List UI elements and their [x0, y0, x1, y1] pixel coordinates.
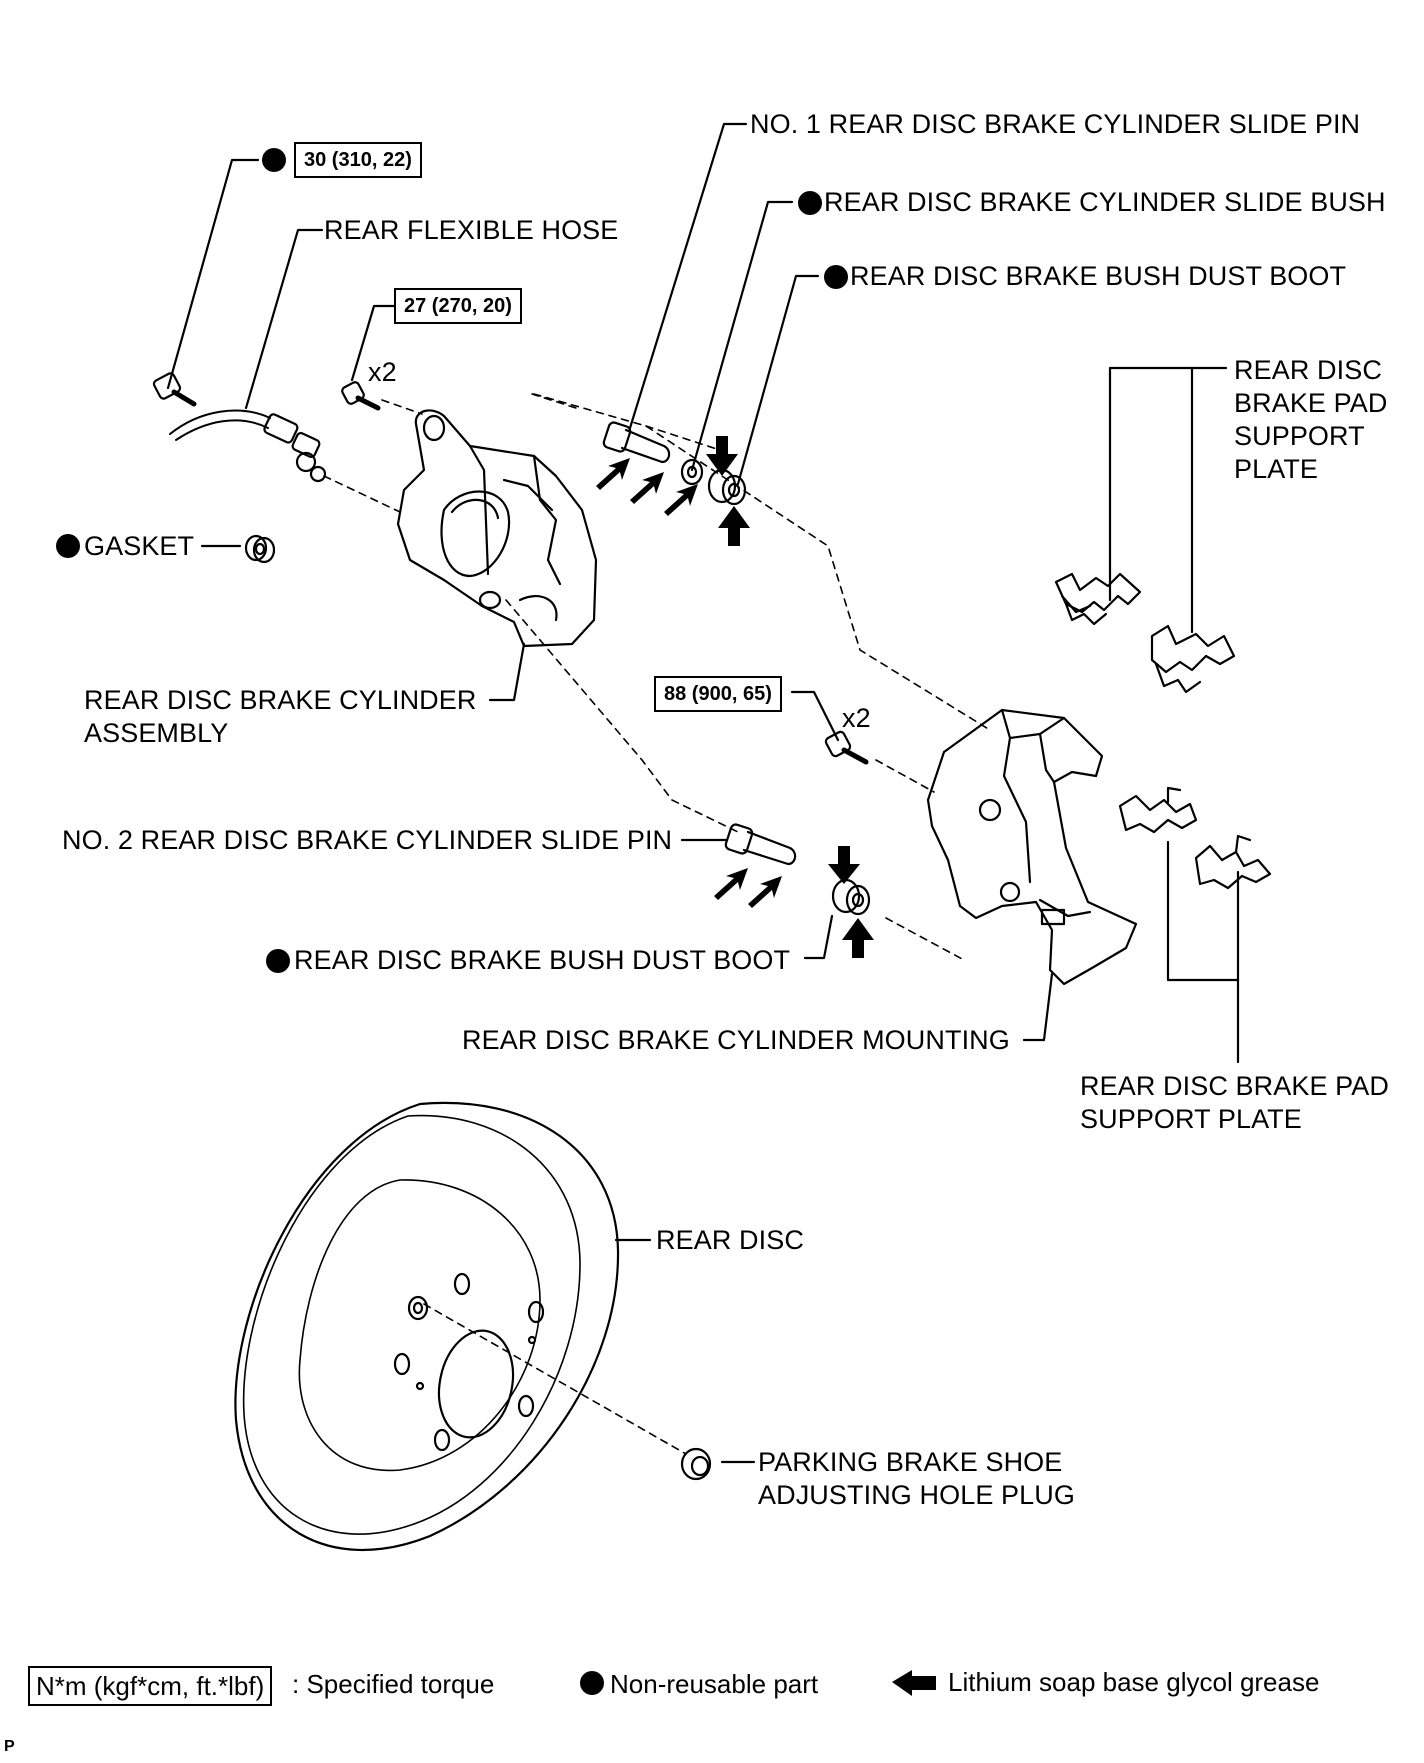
- corner-mark: P: [4, 1738, 15, 1755]
- non-reusable-dot-union-bolt: [262, 148, 286, 172]
- assembly-lines: [323, 393, 991, 1455]
- slide-bush-shape: [680, 458, 704, 486]
- mounting-bolt-shape: [824, 730, 869, 765]
- label-slide-pin-2: NO. 2 REAR DISC BRAKE CYLINDER SLIDE PIN: [62, 825, 673, 855]
- qty-cylinder-bolt: x2: [368, 357, 397, 387]
- label-slide-pin-1: NO. 1 REAR DISC BRAKE CYLINDER SLIDE PIN: [750, 109, 1361, 139]
- slide-pin-1-shape: [602, 421, 671, 464]
- label-flexible-hose: REAR FLEXIBLE HOSE: [324, 215, 619, 245]
- pad-support-plate-upper-shape: [1054, 572, 1236, 694]
- legend-torque-desc: : Specified torque: [292, 1669, 495, 1699]
- legend-grease-arrow: [892, 1670, 936, 1696]
- label-gasket: GASKET: [84, 531, 195, 561]
- grease-arrows: [596, 436, 936, 1696]
- leader-lines: [166, 122, 1240, 1464]
- label-pad-support-plate-lower: REAR DISC BRAKE PAD SUPPORT PLATE: [1080, 1071, 1389, 1134]
- label-cylinder-mounting: REAR DISC BRAKE CYLINDER MOUNTING: [462, 1025, 1010, 1055]
- label-dust-boot-lower: REAR DISC BRAKE BUSH DUST BOOT: [294, 945, 791, 975]
- cylinder-bolt-shape: [341, 381, 381, 411]
- rear-disc-shape: [234, 1101, 620, 1552]
- non-reusable-dot-dust-boot-lower: [266, 949, 290, 973]
- gasket-shape: [244, 534, 276, 564]
- dust-boot-lower-shape: [831, 878, 871, 916]
- legend-torque-unit: N*m (kgf*cm, ft.*lbf): [28, 1666, 273, 1706]
- label-pad-support-plate-upper: REAR DISC BRAKE PAD SUPPORT PLATE: [1234, 355, 1388, 484]
- label-slide-bush: REAR DISC BRAKE CYLINDER SLIDE BUSH: [824, 187, 1386, 217]
- torque-mounting-bolt: 88 (900, 65): [654, 676, 782, 712]
- pad-support-plate-lower-shape: [1118, 786, 1272, 890]
- union-bolt-shape: [152, 372, 197, 407]
- legend-non-reusable-dot: [580, 1671, 604, 1695]
- label-hole-plug: PARKING BRAKE SHOE ADJUSTING HOLE PLUG: [758, 1447, 1075, 1510]
- non-reusable-dot-slide-bush: [798, 191, 822, 215]
- legend-grease: Lithium soap base glycol grease: [948, 1667, 1320, 1697]
- legend-non-reusable: Non-reusable part: [610, 1669, 819, 1699]
- hole-plug-shape: [680, 1447, 712, 1481]
- slide-pin-2-shape: [724, 823, 797, 866]
- label-dust-boot-upper: REAR DISC BRAKE BUSH DUST BOOT: [850, 261, 1347, 291]
- torque-union-bolt: 30 (310, 22): [294, 142, 422, 178]
- cylinder-assembly-shape: [396, 409, 598, 648]
- label-rear-disc: REAR DISC: [656, 1225, 804, 1255]
- non-reusable-dot-gasket: [56, 534, 80, 558]
- non-reusable-dot-dust-boot-upper: [824, 265, 848, 289]
- flexible-hose-shape: [169, 409, 327, 483]
- cylinder-mounting-shape: [926, 708, 1138, 986]
- label-cylinder-assembly: REAR DISC BRAKE CYLINDER ASSEMBLY: [84, 685, 477, 748]
- qty-mounting-bolt: x2: [842, 703, 871, 733]
- torque-cylinder-bolt: 27 (270, 20): [394, 288, 522, 324]
